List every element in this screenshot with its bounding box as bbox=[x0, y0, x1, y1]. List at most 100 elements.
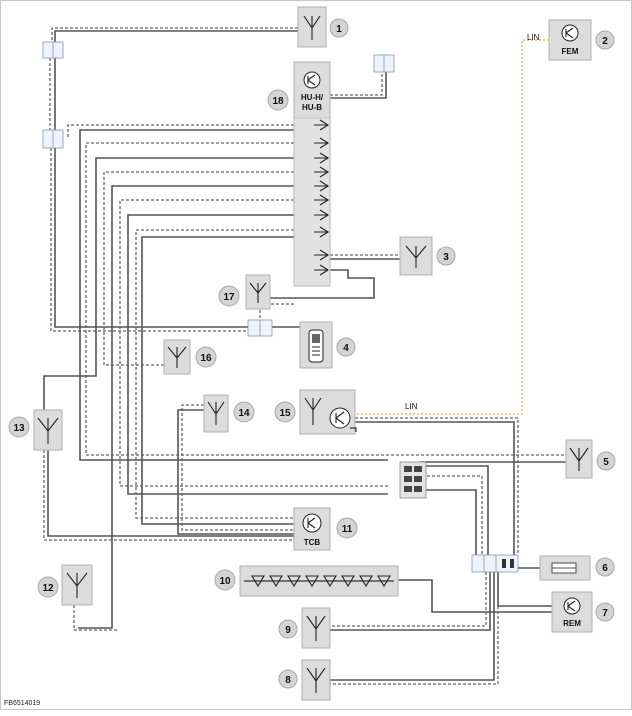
callout-group: 1 2 3 4 5 6 7 8 9 10 11 12 13 14 15 16 1 bbox=[8, 18, 616, 689]
cable-hu-fan-5 bbox=[103, 171, 294, 366]
callout-14 bbox=[233, 401, 255, 423]
cable-antenna-15 bbox=[355, 417, 519, 555]
cable-center-right-2 bbox=[412, 475, 483, 555]
cable-antenna-12 bbox=[73, 605, 118, 631]
head-unit-label-1: HU-H/ bbox=[301, 93, 324, 102]
rem-label: REM bbox=[563, 619, 581, 628]
component-18-head-unit: HU-H/ HU-B bbox=[293, 61, 331, 287]
component-7-rem: REM bbox=[551, 591, 593, 633]
connector-block-right bbox=[471, 554, 519, 573]
callout-7 bbox=[595, 602, 615, 622]
cable-hu-fan-7 bbox=[119, 199, 388, 487]
cable-to-antenna-17 bbox=[270, 269, 375, 299]
callout-6-text: 6 bbox=[602, 563, 608, 574]
cable-trunk-to-4 bbox=[54, 148, 248, 328]
connector-group bbox=[42, 41, 519, 573]
cable-antenna-1 bbox=[51, 27, 298, 42]
cable-to-antenna-9-b bbox=[330, 572, 491, 631]
component-2-fem: FEM bbox=[548, 19, 592, 61]
cable-to-antenna-9 bbox=[330, 572, 487, 627]
callout-16 bbox=[195, 346, 217, 368]
callout-12-text: 12 bbox=[42, 583, 54, 594]
callout-13 bbox=[8, 416, 30, 438]
cable-phone-up bbox=[259, 303, 295, 318]
callout-15 bbox=[274, 401, 296, 423]
callout-6 bbox=[595, 557, 615, 577]
head-unit-label-2: HU-B bbox=[302, 103, 322, 112]
lin-bus-line bbox=[355, 39, 549, 415]
cable-hu-fan-9 bbox=[135, 229, 294, 519]
connector-block-center bbox=[399, 461, 427, 499]
callout-5-text: 5 bbox=[603, 457, 609, 468]
cable-hu-fan-1 bbox=[67, 124, 294, 138]
tcb-label: TCB bbox=[304, 538, 321, 547]
cable-group bbox=[43, 27, 572, 685]
component-8-antenna bbox=[301, 659, 331, 701]
callout-2-text: 2 bbox=[602, 36, 608, 47]
fem-label: FEM bbox=[562, 47, 579, 56]
component-1-antenna bbox=[297, 6, 327, 48]
callout-16-text: 16 bbox=[200, 353, 212, 364]
callout-5 bbox=[596, 451, 616, 471]
callout-4-text: 4 bbox=[343, 343, 349, 354]
callout-11-text: 11 bbox=[342, 524, 353, 535]
callout-17-text: 17 bbox=[223, 292, 235, 303]
callout-17 bbox=[218, 285, 240, 307]
component-13-antenna bbox=[33, 409, 63, 451]
callout-12 bbox=[37, 576, 59, 598]
cable-to-antenna-8 bbox=[330, 572, 495, 681]
cable-hu-top-dash bbox=[330, 72, 383, 96]
callout-18-text: 18 bbox=[272, 96, 284, 107]
callout-9-text: 9 bbox=[285, 625, 291, 636]
cable-antenna-14 bbox=[181, 404, 294, 531]
cable-antenna-13-b bbox=[47, 450, 294, 537]
component-4-phone-cradle bbox=[299, 321, 333, 369]
component-11-tcb: TCB bbox=[293, 507, 331, 551]
cable-hu-fan-3 bbox=[85, 142, 572, 456]
callout-1 bbox=[329, 18, 349, 38]
callout-13-text: 13 bbox=[13, 423, 25, 434]
callout-8 bbox=[278, 669, 298, 689]
cable-trunk-to-4-dash bbox=[50, 148, 248, 332]
cable-hu-top bbox=[330, 72, 387, 99]
cable-center-right-3 bbox=[412, 489, 477, 555]
figure-reference: FB6514019 bbox=[4, 700, 40, 707]
callout-3-text: 3 bbox=[443, 252, 449, 263]
lin-label-top: LIN bbox=[527, 33, 540, 42]
cable-antenna-15-b bbox=[355, 421, 515, 555]
callout-4 bbox=[336, 337, 356, 357]
callout-8-text: 8 bbox=[285, 675, 291, 686]
cable-antenna-array-rem bbox=[398, 579, 552, 613]
cable-antenna-14-b bbox=[177, 409, 294, 535]
component-3-antenna bbox=[399, 236, 433, 276]
callout-18 bbox=[267, 89, 289, 111]
callout-15-text: 15 bbox=[279, 408, 291, 419]
callout-10 bbox=[214, 569, 236, 591]
cable-hu-fan-6 bbox=[78, 185, 294, 629]
callout-1-text: 1 bbox=[336, 24, 342, 35]
component-5-antenna bbox=[565, 439, 593, 479]
cable-antenna-1-solid bbox=[54, 30, 298, 42]
cable-hu-fan-2 bbox=[79, 129, 388, 461]
cable-hu-fan-4 bbox=[43, 157, 294, 410]
cable-hu-fan-10 bbox=[141, 236, 294, 525]
callout-11 bbox=[336, 517, 358, 539]
lin-label-mid: LIN bbox=[405, 402, 418, 411]
component-6-fuse bbox=[539, 555, 591, 581]
callout-3 bbox=[436, 246, 456, 266]
cable-antenna-13 bbox=[43, 450, 294, 541]
component-17-antenna bbox=[245, 274, 271, 310]
component-12-antenna bbox=[61, 564, 93, 606]
callout-14-text: 14 bbox=[238, 408, 250, 419]
callout-10-text: 10 bbox=[219, 576, 231, 587]
component-9-antenna bbox=[301, 607, 331, 649]
component-16-antenna bbox=[163, 339, 191, 375]
callout-2 bbox=[595, 30, 615, 50]
component-10-antenna-array bbox=[239, 565, 399, 597]
cable-to-antenna-8-b bbox=[330, 606, 499, 685]
component-14-antenna bbox=[203, 394, 229, 433]
cable-center-right-1 bbox=[412, 465, 489, 555]
component-15-antenna-module bbox=[299, 389, 357, 435]
